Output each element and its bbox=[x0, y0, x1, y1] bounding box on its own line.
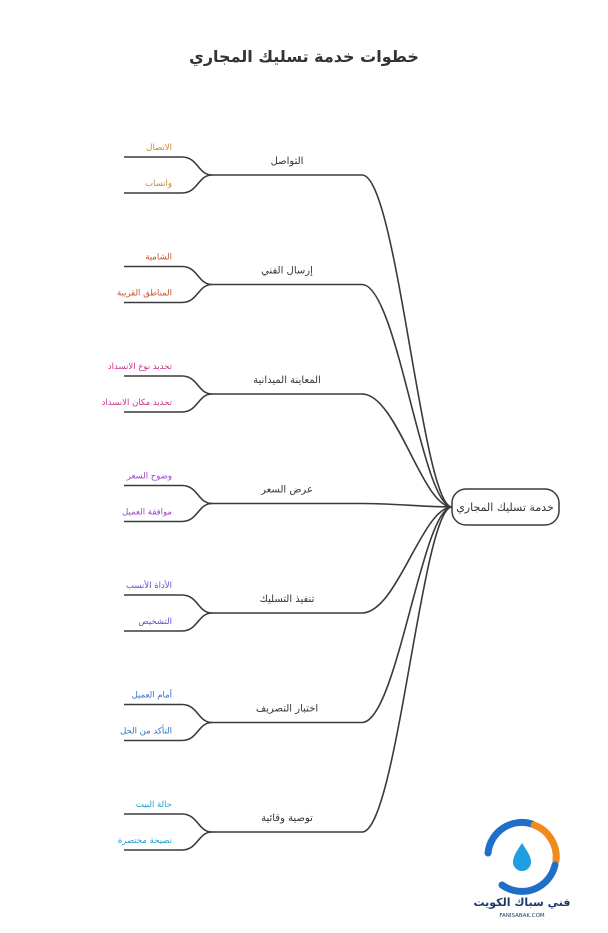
child-label[interactable]: التشخيص bbox=[138, 617, 172, 627]
branch-connector bbox=[361, 506, 453, 614]
child-connector bbox=[124, 375, 213, 395]
child-label[interactable]: تحديد مكان الانسداد bbox=[102, 398, 173, 408]
diagram-title: خطوات خدمة تسليك المجاري bbox=[189, 47, 419, 66]
branch-4: عرض السعر وضوح السعر موافقة العميل bbox=[122, 472, 453, 523]
water-drop-icon bbox=[513, 843, 531, 871]
branch-label[interactable]: عرض السعر bbox=[260, 485, 313, 496]
root-node[interactable]: خدمة تسليك المجاري bbox=[451, 488, 560, 526]
child-connector bbox=[124, 156, 213, 176]
branch-label[interactable]: التواصل bbox=[271, 156, 304, 167]
child-connector bbox=[124, 393, 213, 413]
child-connector bbox=[124, 484, 213, 505]
branch-7: توصية وقائية حالة البيت نصيحة مختصرة bbox=[118, 506, 453, 851]
branch-connector bbox=[361, 506, 453, 833]
child-label[interactable]: المناطق القريبة bbox=[117, 289, 172, 299]
branch-label[interactable]: تنفيذ التسليك bbox=[260, 594, 315, 605]
branch-connector bbox=[361, 174, 453, 508]
child-connector bbox=[124, 265, 213, 286]
child-connector bbox=[124, 612, 213, 632]
branch-connector bbox=[361, 283, 453, 508]
child-label[interactable]: واتساب bbox=[145, 179, 172, 189]
branch-label[interactable]: توصية وقائية bbox=[261, 813, 313, 824]
branch-connector bbox=[361, 506, 453, 724]
branch-2: إرسال الفني الشامية المناطق القريبة bbox=[117, 253, 453, 508]
child-label[interactable]: التأكد من الحل bbox=[120, 725, 172, 737]
branch-label[interactable]: المعاينة الميدانية bbox=[253, 375, 321, 386]
logo-text: فني سباك الكويت bbox=[474, 896, 571, 909]
child-label[interactable]: وضوح السعر bbox=[126, 472, 172, 482]
child-label[interactable]: نصيحة مختصرة bbox=[118, 836, 172, 846]
child-connector bbox=[124, 283, 213, 304]
root-node-label: خدمة تسليك المجاري bbox=[456, 501, 554, 514]
branch-6: اختبار التصريف أمام العميل التأكد من الحل bbox=[120, 506, 453, 742]
branch-5: تنفيذ التسليك الأداة الأنسب التشخيص bbox=[124, 506, 453, 632]
branch-3: المعاينة الميدانية تحديد نوع الانسداد تحدي… bbox=[102, 362, 453, 508]
child-connector bbox=[124, 502, 213, 523]
child-connector bbox=[124, 594, 213, 614]
branch-connector bbox=[361, 393, 453, 508]
branch-1: التواصل الاتصال واتساب bbox=[124, 143, 453, 508]
brand-logo: فني سباك الكويت FANISABAK.COM bbox=[474, 818, 571, 919]
child-connector bbox=[124, 831, 213, 851]
child-connector bbox=[124, 703, 213, 724]
branch-label[interactable]: إرسال الفني bbox=[261, 266, 313, 277]
branch-connector bbox=[361, 502, 453, 508]
child-connector bbox=[124, 813, 213, 833]
child-label[interactable]: الاتصال bbox=[146, 143, 172, 153]
child-label[interactable]: أمام العميل bbox=[132, 689, 172, 701]
child-label[interactable]: الشامية bbox=[145, 253, 172, 263]
child-label[interactable]: موافقة العميل bbox=[122, 508, 172, 518]
child-label[interactable]: حالة البيت bbox=[136, 800, 172, 810]
child-label[interactable]: تحديد نوع الانسداد bbox=[108, 362, 173, 372]
branch-label[interactable]: اختبار التصريف bbox=[256, 704, 318, 715]
logo-subtext: FANISABAK.COM bbox=[499, 913, 545, 919]
child-connector bbox=[124, 174, 213, 194]
child-label[interactable]: الأداة الأنسب bbox=[126, 580, 172, 591]
child-connector bbox=[124, 721, 213, 742]
